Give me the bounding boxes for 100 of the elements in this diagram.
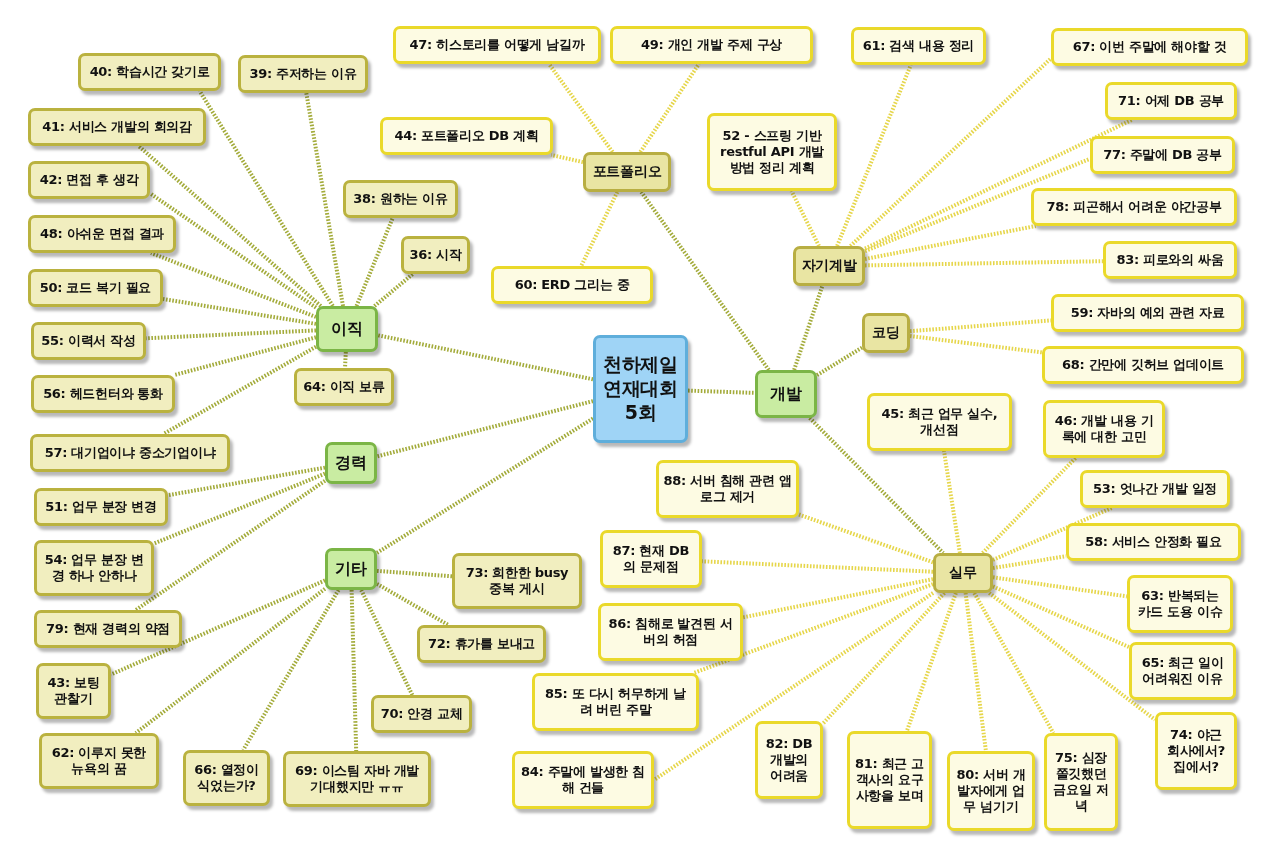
connector-line: [354, 217, 395, 307]
connector-line: [134, 587, 327, 735]
connector-line: [376, 568, 453, 579]
connector-line: [162, 297, 317, 326]
note-box: 58: 서비스 안정화 필요: [1066, 523, 1241, 561]
connector-line: [864, 156, 1091, 254]
connector-line: [992, 575, 1128, 599]
note-box: 82: DB 개발의 어려움: [755, 721, 823, 799]
note-box: 42: 면접 후 생각: [28, 161, 150, 199]
connector-line: [835, 64, 913, 247]
note-box: 72: 휴가를 보내고: [417, 625, 546, 663]
note-box: 54: 업무 분장 변경 하나 안하나: [34, 540, 154, 596]
connector-line: [343, 351, 348, 369]
note-box: 45: 최근 업무 실수, 개선점: [867, 393, 1012, 451]
connector-line: [942, 450, 962, 554]
note-box: 50: 코드 복기 필요: [28, 269, 163, 307]
note-box: 66: 열정이 식었는가?: [183, 750, 270, 806]
note-box: 51: 업무 분장 변경: [34, 488, 168, 526]
note-box: 75: 심장 쫄깃했던 금요일 저녁: [1044, 733, 1118, 831]
connector-line: [137, 144, 323, 308]
connector-line: [110, 578, 326, 677]
connector-line: [687, 388, 756, 395]
connector-line: [789, 190, 821, 247]
note-box: 83: 피로와의 싸움: [1103, 241, 1237, 279]
note-box: 43: 보팅 관찰기: [36, 663, 111, 719]
central-topic-box: 천하제일 연재대회 5회: [593, 335, 688, 443]
connector-line: [798, 512, 934, 565]
note-box: 84: 주말에 발생한 침해 건들: [512, 751, 654, 809]
topic-box: 이직: [316, 306, 378, 352]
note-box: 60: ERD 그리는 중: [491, 266, 653, 304]
connector-line: [808, 416, 945, 555]
connector-line: [376, 582, 450, 627]
note-box: 70: 안경 교체: [371, 695, 472, 733]
connector-line: [992, 554, 1067, 571]
connector-line: [173, 335, 317, 377]
connector-line: [547, 62, 615, 154]
connector-line: [376, 399, 594, 459]
topic-box: 개발: [755, 370, 817, 418]
connector-line: [377, 333, 594, 382]
note-box: 62: 이루지 못한 뉴욕의 꿈: [39, 733, 159, 789]
connector-line: [849, 56, 1053, 248]
subtopic-box: 코딩: [862, 313, 910, 353]
connector-line: [792, 285, 825, 371]
topic-box: 기타: [325, 548, 377, 590]
note-box: 77: 주말에 DB 공부: [1090, 136, 1235, 174]
connector-line: [909, 334, 1043, 355]
connector-line: [821, 591, 946, 725]
connector-line: [134, 479, 327, 612]
note-box: 65: 최근 일이 어려워진 이유: [1129, 642, 1236, 700]
connector-line: [550, 153, 584, 165]
note-box: 61: 검색 내용 정리: [851, 27, 986, 65]
connector-line: [167, 465, 326, 498]
topic-box: 경력: [325, 442, 377, 484]
note-box: 40: 학습시간 갖기로: [78, 53, 221, 91]
connector-line: [359, 589, 415, 696]
connector-line: [864, 224, 1037, 261]
connector-line: [992, 584, 1130, 649]
note-box: 38: 원하는 이유: [343, 180, 458, 218]
note-box: 88: 서버 침해 관련 앱 로그 제거: [656, 460, 799, 518]
connector-line: [638, 62, 701, 154]
note-box: 49: 개인 개발 주제 구상: [610, 26, 813, 64]
connector-line: [972, 592, 1056, 734]
connector-line: [963, 592, 988, 752]
connector-line: [988, 591, 1157, 722]
subtopic-box: 포트폴리오: [583, 152, 671, 192]
connector-line: [150, 251, 317, 319]
connector-line: [304, 92, 345, 307]
note-box: 79: 현재 경력의 약점: [34, 610, 182, 648]
note-box: 86: 침해로 발견된 서버의 허점: [598, 603, 743, 661]
note-box: 48: 아쉬운 면접 결과: [28, 215, 176, 253]
connector-line: [197, 89, 335, 308]
connector-line: [145, 328, 317, 341]
note-box: 44: 포트폴리오 DB 계획: [380, 117, 553, 155]
note-box: 56: 헤드헌터와 통화: [31, 375, 175, 413]
note-box: 81: 최근 고객사의 요구사항을 보며: [847, 731, 932, 829]
note-box: 46: 개발 내용 기록에 대한 고민: [1043, 400, 1165, 458]
note-box: 68: 간만에 깃허브 업데이트: [1042, 346, 1244, 384]
note-box: 80: 서버 개발자에게 업무 넘기기: [947, 751, 1035, 831]
note-box: 41: 서비스 개발의 회의감: [28, 108, 206, 146]
connector-line: [905, 592, 958, 732]
note-box: 85: 또 다시 허무하게 날려 버린 주말: [532, 673, 699, 731]
note-box: 73: 희한한 busy 중복 게시: [452, 553, 582, 609]
subtopic-box: 자기계발: [793, 246, 865, 286]
connector-line: [981, 456, 1078, 555]
note-box: 71: 어제 DB 공부: [1105, 82, 1237, 120]
connector-line: [692, 582, 934, 675]
connector-line: [909, 318, 1052, 334]
note-box: 57: 대기업이냐 중소기업이냐: [30, 434, 230, 472]
note-box: 63: 반복되는 카드 도용 이슈: [1127, 575, 1233, 633]
connector-line: [579, 191, 620, 267]
connector-line: [375, 416, 595, 555]
note-box: 69: 이스팀 자바 개발 기대했지만 ㅠㅠ: [283, 751, 431, 807]
connector-line: [153, 471, 326, 546]
connector-line: [742, 577, 934, 620]
note-box: 67: 이번 주말에 해야할 것: [1051, 28, 1248, 66]
connector-line: [148, 191, 318, 310]
connector-line: [639, 190, 771, 372]
connector-line: [701, 559, 934, 574]
note-box: 55: 이력서 작성: [31, 322, 146, 360]
note-box: 52 - 스프링 기반 restful API 개발 방법 정리 계획: [707, 113, 837, 191]
